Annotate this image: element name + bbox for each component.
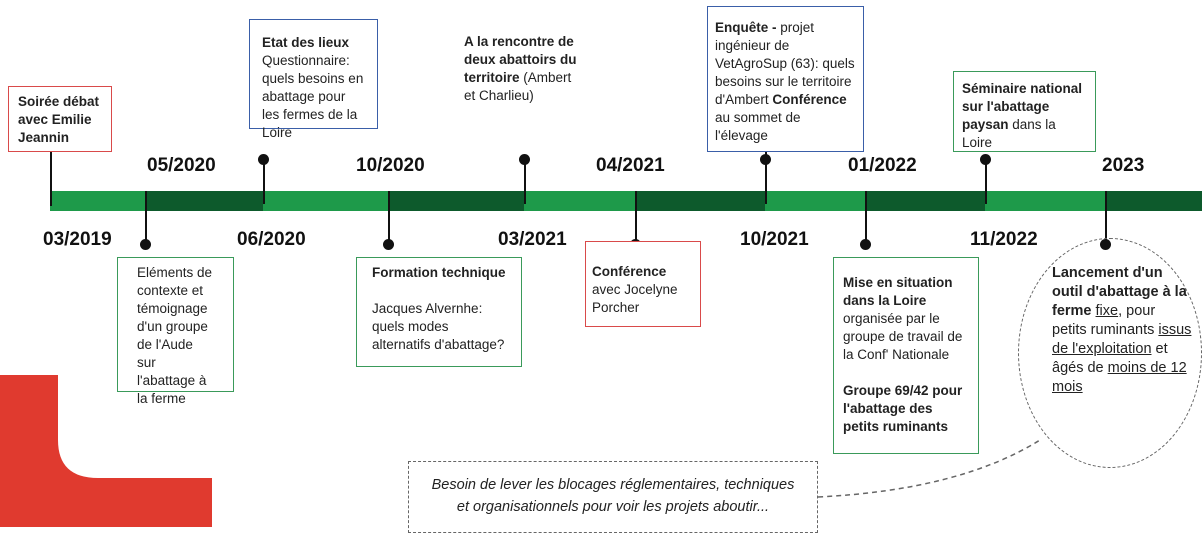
timeline-segment (145, 191, 263, 211)
event-soiree-debat: Soirée débat avec Emilie Jeannin (8, 86, 112, 152)
event-title: Conférence (772, 92, 847, 107)
event-title: Etat des lieux (262, 35, 350, 50)
connector-line (865, 191, 867, 241)
event-text: au sommet de l'élevage (715, 110, 801, 143)
connector-dot (258, 154, 269, 165)
connector-line (145, 191, 147, 241)
event-text: , pour petits ruminants (1052, 303, 1159, 338)
note-line: Besoin de lever les blocages réglementai… (431, 477, 795, 493)
connector-dot (383, 239, 394, 250)
event-seminaire: Séminaire national sur l'abattage paysan… (953, 71, 1096, 152)
timeline-segment (1105, 191, 1202, 211)
connector-line (524, 159, 526, 204)
timeline-segment (985, 191, 1105, 211)
date-label: 2023 (1102, 155, 1145, 176)
date-label: 10/2021 (740, 229, 809, 250)
event-text: Jacques Alvernhe: quels modes alternatif… (372, 301, 505, 352)
connector-line (263, 159, 265, 204)
note-box: Besoin de lever les blocages réglementai… (408, 461, 818, 533)
event-etat-des-lieux: Etat des lieux Questionnaire: quels beso… (249, 19, 378, 140)
event-mise-en-situation: Mise en situation dans la Loire organisé… (833, 257, 979, 454)
event-text: et âgés de (1052, 341, 1168, 376)
event-title: Enquête - (715, 20, 781, 35)
logo-shape (0, 375, 212, 527)
event-text: Eléments de contexte et témoignage d'un … (137, 265, 213, 406)
event-title: Lancement d'un outil d'abattage à la fer… (1052, 265, 1187, 319)
event-lancement: Lancement d'un outil d'abattage à la fer… (1052, 264, 1192, 397)
connector-dot (760, 154, 771, 165)
event-elements-contexte: Eléments de contexte et témoignage d'un … (117, 257, 234, 406)
date-label: 03/2021 (498, 229, 567, 250)
connector-line (985, 159, 987, 204)
connector-line (1105, 191, 1107, 241)
event-formation-technique: Formation technique Jacques Alvernhe: qu… (356, 257, 522, 367)
connector-dot (860, 239, 871, 250)
note-line: et organisationnels pour voir les projet… (456, 499, 770, 515)
date-label: 06/2020 (237, 229, 306, 250)
connector-line (635, 191, 637, 241)
event-enquete: Enquête - projet ingénieur de VetAgroSup… (707, 6, 864, 152)
event-title: A la rencontre de deux abattoirs du terr… (464, 34, 577, 85)
connector-line (50, 152, 52, 206)
event-text: issus de l'exploitation (1052, 322, 1192, 357)
date-label: 10/2020 (356, 155, 425, 176)
connector-dot (140, 239, 151, 250)
timeline-segment (263, 191, 388, 211)
timeline-segment (50, 191, 145, 211)
timeline-segment (524, 191, 635, 211)
event-text: fixe (1095, 303, 1119, 319)
connector-dot (980, 154, 991, 165)
event-conference: Conférence avec Jocelyne Porcher (585, 241, 701, 327)
event-text: avec Jocelyne Porcher (592, 282, 678, 315)
event-title: Groupe 69/42 pour l'abattage des petits … (843, 383, 963, 434)
event-text: dans la Loire (962, 117, 1056, 150)
connector-line (765, 152, 767, 204)
event-title: Conférence (592, 264, 667, 279)
event-title: Mise en situation dans la Loire (843, 275, 953, 308)
event-text: Questionnaire: quels besoins en abattage… (262, 53, 364, 140)
event-rencontre-abattoirs: A la rencontre de deux abattoirs du terr… (452, 33, 592, 103)
connector-dot (519, 154, 530, 165)
event-text: organisée par le groupe de travail de la… (843, 311, 963, 362)
event-title: Formation technique (372, 265, 506, 280)
timeline-segment (635, 191, 765, 211)
event-text: projet ingénieur de VetAgroSup (63): que… (715, 20, 855, 107)
event-title: Séminaire national sur l'abattage paysan (962, 81, 1083, 132)
event-text: (Ambert et Charlieu) (464, 70, 572, 103)
event-title: Soirée débat avec Emilie Jeannin (18, 94, 100, 145)
connector-line (388, 191, 390, 241)
date-label: 03/2019 (43, 229, 112, 250)
date-label: 04/2021 (596, 155, 665, 176)
timeline-segment (765, 191, 865, 211)
date-label: 05/2020 (147, 155, 216, 176)
timeline-segment (865, 191, 985, 211)
date-label: 11/2022 (970, 229, 1038, 250)
event-text: moins de 12 mois (1052, 360, 1187, 395)
timeline-segment (388, 191, 524, 211)
date-label: 01/2022 (848, 155, 917, 176)
